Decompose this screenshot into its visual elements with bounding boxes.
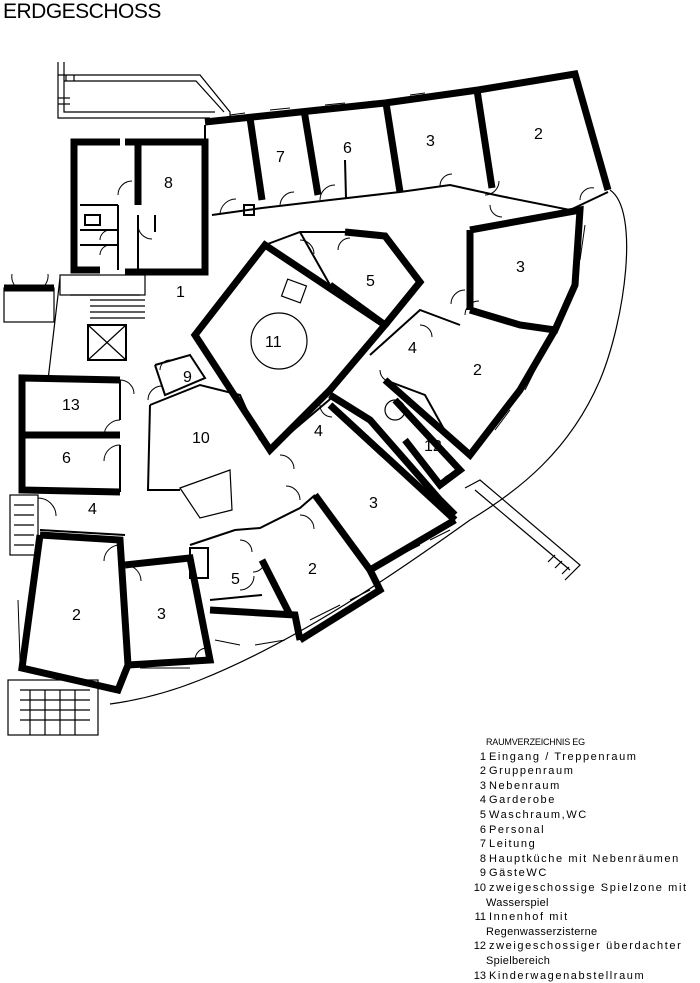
room-label: 1 (176, 284, 185, 301)
room-label: 3 (516, 259, 525, 276)
legend-item-number: 8 (470, 852, 489, 867)
terrace-outline (110, 190, 627, 704)
room-label: 2 (534, 126, 543, 143)
legend-item-number: 6 (470, 823, 489, 838)
north-wing (205, 74, 608, 222)
legend-heading: RAUMVERZEICHNIS EG (486, 735, 688, 750)
legend-item-text: Gruppenraum (489, 765, 574, 777)
room-label: 9 (183, 369, 192, 386)
room-label: 4 (314, 423, 323, 440)
south-wing (190, 495, 380, 645)
room-label: 3 (426, 133, 435, 150)
legend-item-number: 1 (470, 750, 489, 765)
entrance-ramp (58, 62, 230, 118)
room-label: 13 (62, 397, 80, 414)
room-label: 4 (408, 340, 417, 357)
legend-item-text: Waschraum,WC (489, 809, 588, 821)
room-label: 5 (366, 273, 375, 290)
legend-item-number: 9 (470, 866, 489, 881)
room-label: 3 (369, 495, 378, 512)
room-label: 12 (424, 438, 442, 455)
legend-item-number: 10 (470, 881, 489, 896)
stairs-west (4, 274, 145, 380)
room-label: 7 (276, 149, 285, 166)
room-label: 2 (72, 607, 81, 624)
room-label: 2 (473, 362, 482, 379)
legend-item-continuation: Regenwasserzisterne (470, 925, 688, 940)
legend-item-number: 5 (470, 808, 489, 823)
west-rooms (22, 378, 134, 492)
legend-item-number: 2 (470, 764, 489, 779)
legend-item-text: Hauptküche mit Nebenräumen (489, 853, 680, 865)
legend-item-text: Kinderwagenabstellraum (489, 970, 645, 982)
room-labels: 1 2 2 2 2 3 3 3 3 4 4 4 5 5 6 6 7 8 9 10… (62, 126, 543, 624)
legend-item-continuation: Wasserspiel (470, 896, 688, 911)
legend-item-number: 11 (470, 910, 489, 925)
kitchen-block (74, 142, 205, 272)
legend-item-number: 3 (470, 779, 489, 794)
legend-item-text: Eingang / Treppenraum (489, 751, 638, 763)
legend-item-number: 13 (470, 969, 489, 983)
legend-item-text: Nebenraum (489, 780, 561, 792)
legend-item-number: 4 (470, 793, 489, 808)
legend-item-text: GästeWC (489, 867, 548, 879)
legend-item-text: Leitung (489, 838, 536, 850)
room-label: 8 (164, 175, 173, 192)
room-label: 5 (231, 571, 240, 588)
room-label: 4 (88, 501, 97, 518)
legend-item-number: 7 (470, 837, 489, 852)
room-label: 6 (343, 140, 352, 157)
legend-item-text: zweigeschossiger überdachter (489, 940, 682, 952)
legend-item-text: Garderobe (489, 794, 556, 806)
room-label: 10 (192, 430, 210, 447)
legend-item-text: zweigeschossige Spielzone mit (489, 882, 688, 894)
legend-item-text: Innenhof mit (489, 911, 569, 923)
room-label: 6 (62, 450, 71, 467)
legend-item-text: Personal (489, 824, 545, 836)
southwest-wing (8, 495, 210, 735)
legend-item-continuation: Spielbereich (470, 954, 688, 969)
room-label: 3 (157, 606, 166, 623)
room-label: 11 (265, 334, 282, 351)
legend-item-number: 12 (470, 939, 489, 954)
room-label: 2 (308, 561, 317, 578)
